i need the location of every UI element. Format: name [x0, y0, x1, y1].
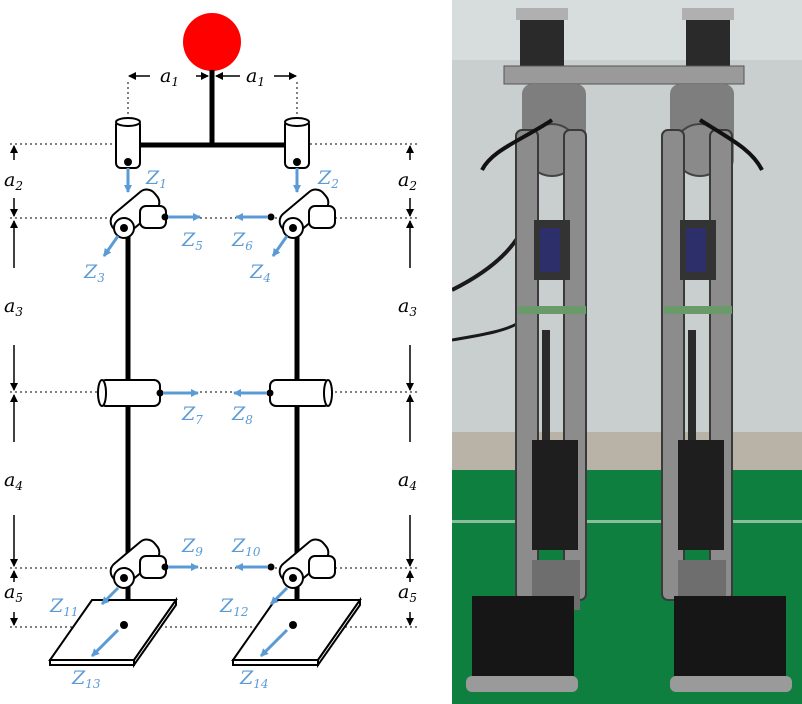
axis-label-z2: Z2 — [317, 167, 339, 191]
axis-label-z10: Z10 — [231, 535, 261, 559]
knee-joint-left — [97, 379, 164, 407]
hip-roll-pitch-joint-left — [109, 188, 169, 239]
axis-label-z13: Z13 — [71, 667, 101, 691]
knee-joint-right — [266, 379, 333, 407]
label-a4-right: a4 — [398, 469, 417, 493]
robot-photo — [452, 0, 802, 704]
guide-lines — [10, 82, 420, 628]
joint-axis-arrows — [90, 168, 301, 658]
axis-label-z14: Z14 — [239, 667, 268, 691]
label-a5-right: a5 — [398, 581, 417, 605]
axis-label-z11: Z11 — [49, 595, 78, 619]
axis-label-z1: Z1 — [145, 167, 167, 191]
label-a3-right: a3 — [398, 295, 417, 319]
axis-label-z12: Z12 — [219, 595, 248, 619]
left-leg — [466, 129, 587, 692]
dimension-arrows — [10, 72, 414, 626]
axis-label-z4: Z4 — [249, 261, 271, 285]
label-a1-right: a1 — [246, 65, 265, 89]
foot-right — [231, 596, 362, 669]
top-motors — [503, 8, 745, 85]
label-a2-left: a2 — [4, 169, 23, 193]
label-a2-right: a2 — [398, 169, 417, 193]
label-a5-left: a5 — [4, 581, 23, 605]
axis-label-z5: Z5 — [181, 229, 203, 253]
hip-yaw-joint-left — [115, 117, 141, 169]
axis-label-z3: Z3 — [83, 261, 105, 285]
axis-label-z8: Z8 — [231, 403, 253, 427]
label-a3-left: a3 — [4, 295, 23, 319]
hip-yaw-joint-right — [284, 117, 310, 169]
kinematic-diagram: a1 a1 a2 a2 a3 a3 a4 a4 a5 a5 Z1 Z2 Z3 Z… — [4, 13, 420, 691]
hip-roll-pitch-joint-right — [267, 188, 336, 239]
ankle-joint-right — [267, 538, 336, 589]
axis-label-z7: Z7 — [181, 403, 203, 427]
foot-left — [48, 596, 178, 669]
axis-label-z6: Z6 — [231, 229, 253, 253]
label-a1-left: a1 — [160, 65, 179, 89]
skeleton-links — [125, 70, 300, 615]
axis-label-z9: Z9 — [181, 535, 203, 559]
right-leg — [661, 129, 792, 692]
robot-head — [183, 13, 241, 71]
ankle-joint-left — [109, 538, 169, 589]
label-a4-left: a4 — [4, 469, 23, 493]
